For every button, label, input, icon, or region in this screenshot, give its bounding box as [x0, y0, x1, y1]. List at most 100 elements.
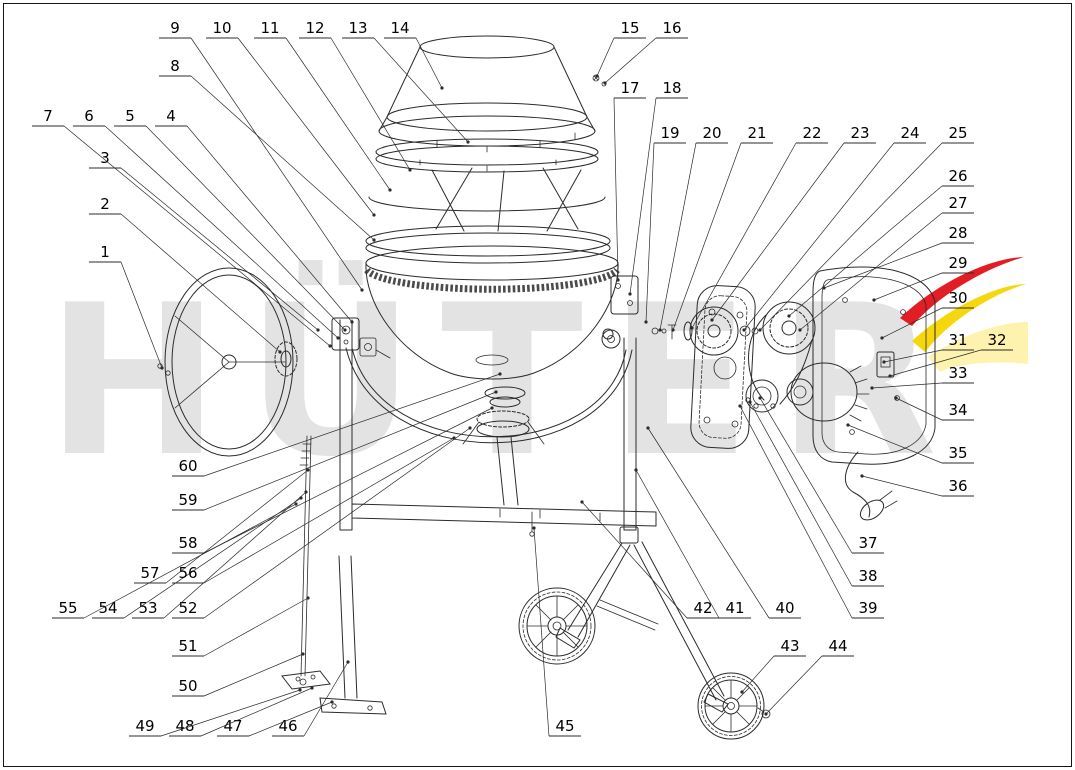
svg-text:40: 40 [775, 599, 794, 617]
svg-text:26: 26 [948, 167, 967, 185]
callout-9: 9 [159, 19, 364, 292]
svg-text:60: 60 [178, 457, 197, 475]
callout-10: 10 [206, 19, 376, 217]
callout-1: 1 [89, 243, 164, 370]
svg-text:19: 19 [660, 124, 679, 142]
svg-text:15: 15 [620, 19, 639, 37]
svg-text:30: 30 [948, 289, 967, 307]
brand-watermark: HÜTER [46, 261, 964, 503]
callout-26: 26 [787, 167, 974, 318]
svg-text:48: 48 [175, 717, 194, 735]
svg-text:1: 1 [100, 243, 110, 261]
callout-32: 32 [888, 331, 1013, 378]
callout-2: 2 [89, 195, 282, 354]
callout-39: 39 [738, 404, 884, 619]
svg-text:13: 13 [348, 19, 367, 37]
callout-42: 42 [580, 500, 719, 619]
svg-text:32: 32 [987, 331, 1006, 349]
svg-text:44: 44 [828, 637, 847, 655]
svg-text:14: 14 [390, 19, 409, 37]
svg-text:10: 10 [212, 19, 231, 37]
svg-text:24: 24 [900, 124, 919, 142]
svg-text:31: 31 [948, 331, 967, 349]
callout-41: 41 [634, 468, 751, 619]
callout-53: 53 [132, 490, 308, 619]
callout-11: 11 [254, 19, 392, 192]
callout-55: 55 [52, 502, 298, 619]
svg-text:52: 52 [178, 599, 197, 617]
tension-rod [281, 435, 331, 690]
callout-17: 17 [613, 79, 646, 282]
svg-text:55: 55 [58, 599, 77, 617]
svg-text:28: 28 [948, 224, 967, 242]
callout-23: 23 [710, 124, 876, 322]
callout-40: 40 [646, 426, 801, 619]
svg-text:21: 21 [747, 124, 766, 142]
callout-36: 36 [860, 474, 974, 497]
svg-text:46: 46 [278, 717, 297, 735]
power-switch-icon [876, 351, 895, 378]
svg-text:47: 47 [223, 717, 242, 735]
callout-60: 60 [172, 372, 502, 477]
callout-3: 3 [89, 149, 320, 332]
callout-43: 43 [740, 637, 806, 694]
callout-24: 24 [742, 124, 926, 332]
svg-text:39: 39 [858, 599, 877, 617]
stand-rear-leg [319, 555, 387, 715]
callout-7: 7 [32, 107, 332, 348]
svg-text:56: 56 [178, 564, 197, 582]
callout-37: 37 [758, 396, 884, 554]
svg-text:25: 25 [948, 124, 967, 142]
svg-text:7: 7 [43, 107, 53, 125]
chassis-beam [351, 503, 657, 537]
callout-16: 16 [603, 19, 688, 85]
brand-logo-swoosh-icon [900, 257, 1028, 372]
callout-57: 57 [134, 468, 310, 584]
svg-text:33: 33 [948, 364, 967, 382]
callout-18: 18 [628, 79, 688, 296]
callout-49: 49 [129, 688, 302, 737]
callout-6: 6 [73, 107, 340, 340]
drum-top-cone [378, 35, 596, 153]
callout-14: 14 [384, 19, 444, 90]
tilt-gear [274, 341, 298, 377]
callout-27: 27 [798, 194, 974, 332]
transport-wheel-front [518, 587, 596, 665]
svg-text:42: 42 [693, 599, 712, 617]
callout-59: 59 [172, 390, 498, 511]
callout-22: 22 [690, 124, 828, 330]
drum-support-yoke [345, 347, 633, 444]
callout-4: 4 [155, 107, 354, 324]
callout-47: 47 [217, 700, 334, 737]
svg-text:9: 9 [170, 19, 180, 37]
callout-28: 28 [822, 224, 974, 290]
motor-mount-plate [690, 285, 756, 449]
power-cable-plug [844, 451, 898, 521]
callout-33: 33 [870, 364, 974, 390]
callout-51: 51 [172, 596, 310, 657]
callout-8: 8 [159, 57, 376, 242]
svg-text:45: 45 [555, 717, 574, 735]
svg-text:22: 22 [802, 124, 821, 142]
callout-35: 35 [846, 423, 974, 464]
svg-text:4: 4 [166, 107, 176, 125]
callout-58: 58 [172, 406, 494, 554]
svg-text:58: 58 [178, 534, 197, 552]
svg-text:8: 8 [170, 57, 180, 75]
callout-45: 45 [532, 526, 581, 737]
drum-ring-sections [365, 138, 611, 264]
svg-text:49: 49 [135, 717, 154, 735]
stand-right-column [601, 275, 639, 531]
svg-text:11: 11 [260, 19, 279, 37]
fastener-screws [592, 74, 607, 87]
svg-text:5: 5 [125, 107, 135, 125]
callout-5: 5 [114, 107, 347, 332]
callout-31: 31 [882, 331, 974, 364]
svg-text:37: 37 [858, 534, 877, 552]
svg-text:51: 51 [178, 637, 197, 655]
svg-text:23: 23 [850, 124, 869, 142]
belt-cover [812, 266, 936, 465]
svg-text:57: 57 [140, 564, 159, 582]
svg-text:43: 43 [780, 637, 799, 655]
